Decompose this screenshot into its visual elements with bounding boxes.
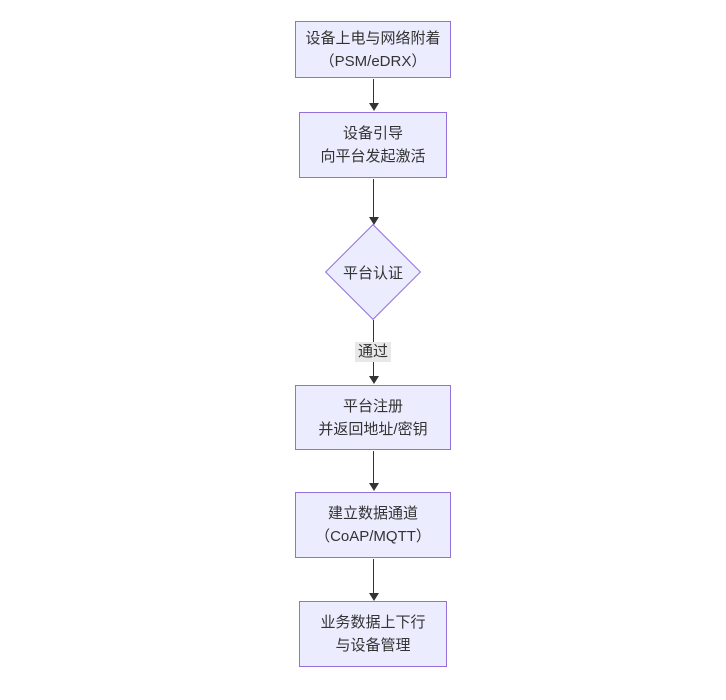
- node-text-line: （PSM/eDRX）: [319, 52, 427, 70]
- node-text-line: （CoAP/MQTT）: [315, 528, 431, 545]
- edge-arrow: [368, 179, 379, 225]
- node-register: 平台注册 并返回地址/密钥: [295, 385, 451, 450]
- arrowhead-icon: [368, 376, 379, 384]
- node-text-line: 平台认证: [342, 264, 403, 282]
- arrowhead-icon: [368, 483, 379, 491]
- node-bootstrap: 设备引导 向平台发起激活: [299, 112, 447, 178]
- node-text-line: 业务数据上下行: [320, 614, 426, 631]
- edge-label-pass: 通过: [354, 342, 392, 362]
- node-business: 业务数据上下行 与设备管理: [299, 601, 447, 667]
- node-data-channel: 建立数据通道 （CoAP/MQTT）: [295, 492, 451, 558]
- edge-line: [373, 79, 374, 103]
- edge-arrow: [368, 451, 379, 491]
- node-text-line: 平台注册: [342, 397, 403, 415]
- node-text-line: 并返回地址/密钥: [318, 420, 428, 438]
- edge-line: [373, 559, 374, 593]
- node-text-line: 设备引导: [342, 125, 403, 142]
- edge-arrow: [368, 79, 379, 111]
- edge-line: [373, 179, 374, 217]
- node-power-attach: 设备上电与网络附着 （PSM/eDRX）: [295, 21, 451, 78]
- arrowhead-icon: [368, 593, 379, 601]
- node-text-line: 设备上电与网络附着: [305, 29, 441, 47]
- arrowhead-icon: [368, 217, 379, 225]
- node-text-line: 向平台发起激活: [320, 148, 426, 165]
- edge-arrow: [368, 559, 379, 601]
- arrowhead-icon: [368, 103, 379, 111]
- edge-line: [373, 451, 374, 483]
- node-text-line: 与设备管理: [335, 637, 411, 654]
- node-text-line: 建立数据通道: [327, 505, 418, 522]
- node-platform-auth: 平台认证: [324, 223, 422, 321]
